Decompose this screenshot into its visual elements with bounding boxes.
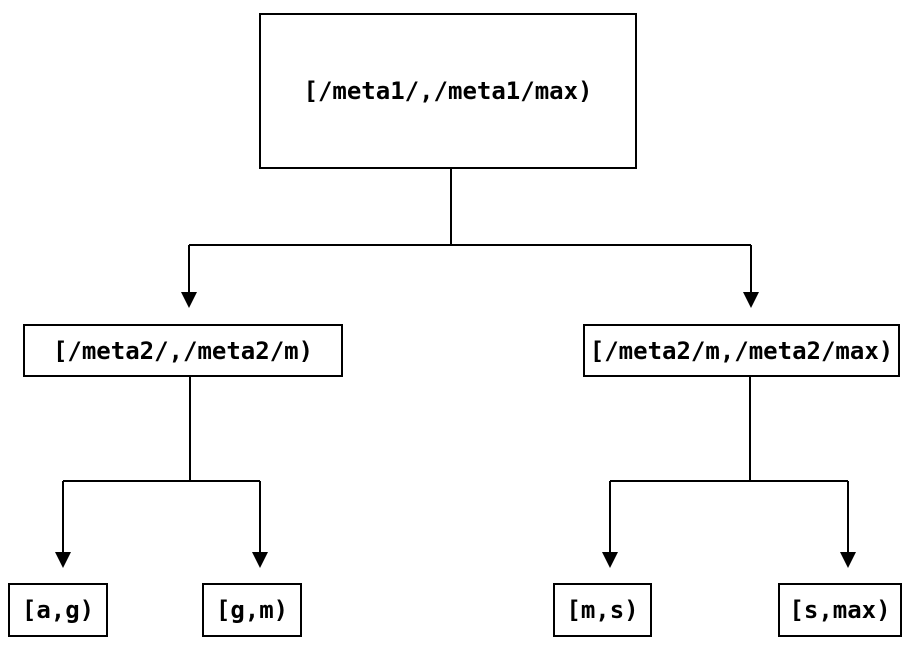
node-leaf-gm-label: [g,m) xyxy=(215,596,289,624)
node-child-left-label: [/meta2/,/meta2/m) xyxy=(52,336,314,365)
node-child-right-label: [/meta2/m,/meta2/max) xyxy=(589,336,894,365)
node-leaf-ag: [a,g) xyxy=(8,583,108,637)
node-leaf-smax: [s,max) xyxy=(778,583,902,637)
arrowhead-to-leaf-ms xyxy=(602,552,618,568)
node-child-left: [/meta2/,/meta2/m) xyxy=(23,324,343,377)
node-leaf-smax-label: [s,max) xyxy=(789,596,891,624)
arrowhead-to-leaf-smax xyxy=(840,552,856,568)
node-leaf-gm: [g,m) xyxy=(202,583,302,637)
node-leaf-ms: [m,s) xyxy=(553,583,652,637)
edge-left-to-leaves xyxy=(62,377,261,552)
arrowhead-to-child-left xyxy=(181,292,197,308)
node-child-right: [/meta2/m,/meta2/max) xyxy=(583,324,900,377)
node-leaf-ag-label: [a,g) xyxy=(21,596,95,624)
edge-root-to-children xyxy=(188,169,752,292)
node-root-label: [/meta1/,/meta1/max) xyxy=(303,77,593,105)
edge-right-to-leaves xyxy=(609,377,849,552)
arrowhead-to-child-right xyxy=(743,292,759,308)
arrowhead-to-leaf-gm xyxy=(252,552,268,568)
node-root: [/meta1/,/meta1/max) xyxy=(259,13,637,169)
arrowhead-to-leaf-ag xyxy=(55,552,71,568)
node-leaf-ms-label: [m,s) xyxy=(566,596,639,624)
